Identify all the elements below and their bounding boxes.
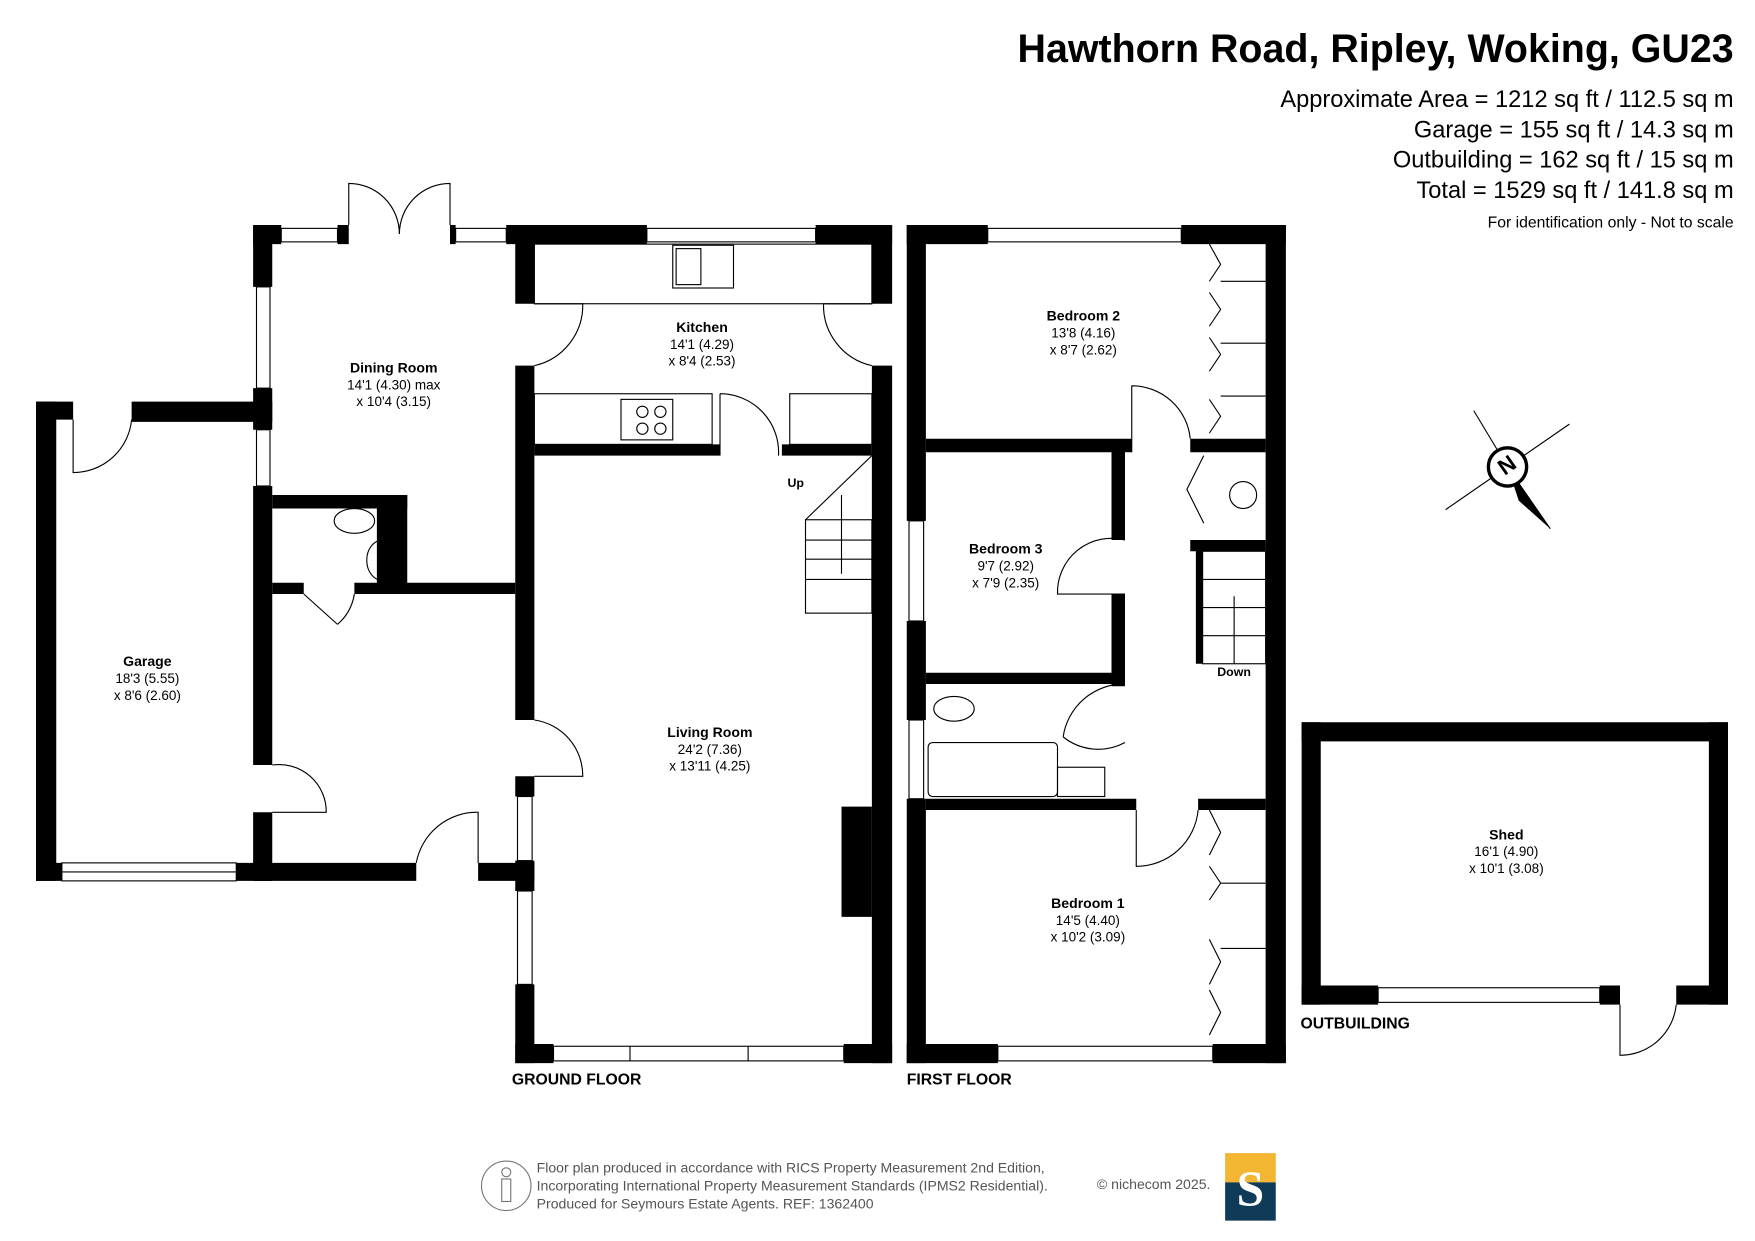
room-dim: 14'1 (4.30) max xyxy=(347,376,441,393)
footer-person-icon xyxy=(480,1160,532,1212)
room-name: Garage xyxy=(123,653,172,670)
footer-line: Produced for Seymours Estate Agents. REF… xyxy=(536,1195,874,1212)
total-area: Total = 1529 sq ft / 141.8 sq m xyxy=(1416,177,1734,204)
room-dim: x 8'7 (2.62) xyxy=(1049,342,1117,358)
room-dim: x 10'2 (3.09) xyxy=(1050,929,1126,945)
outbuilding-area: Outbuilding = 162 sq ft / 15 sq m xyxy=(1392,147,1734,174)
room-name: Shed xyxy=(1489,826,1524,843)
footer-line: Floor plan produced in accordance with R… xyxy=(536,1159,1045,1176)
room-dim: x 7'9 (2.35) xyxy=(972,574,1040,591)
room-dim: x 13'11 (4.25) xyxy=(669,758,751,774)
outbuilding-label: OUTBUILDING xyxy=(1300,1013,1410,1032)
fixtures xyxy=(61,182,1677,1062)
walls xyxy=(36,225,1728,1064)
room-dim: x 8'6 (2.60) xyxy=(113,687,181,704)
copyright: © nichecom 2025. xyxy=(1096,1176,1211,1193)
room-dim: 9'7 (2.92) xyxy=(977,558,1035,574)
logo-letter: S xyxy=(1236,1161,1265,1217)
room-name: Kitchen xyxy=(676,319,728,336)
room-dim: 13'8 (4.16) xyxy=(1051,325,1116,341)
room-dim: 18'3 (5.55) xyxy=(115,670,180,687)
stairs-down-label: Down xyxy=(1217,666,1251,680)
scale-note: For identification only - Not to scale xyxy=(1487,212,1734,231)
room-name: Bedroom 3 xyxy=(969,541,1043,557)
room-dim: x 10'4 (3.15) xyxy=(356,393,432,410)
room-name: Bedroom 2 xyxy=(1046,308,1121,324)
room-name: Dining Room xyxy=(349,360,438,376)
stairs-up-label: Up xyxy=(787,477,805,491)
room-dim: x 10'1 (3.08) xyxy=(1469,860,1544,877)
page-title: Hawthorn Road, Ripley, Woking, GU23 xyxy=(1017,27,1734,71)
room-dim: 24'2 (7.36) xyxy=(677,741,742,758)
ground-floor-label: GROUND FLOOR xyxy=(511,1069,642,1088)
room-dim: 16'1 (4.90) xyxy=(1474,843,1539,860)
room-dim: 14'5 (4.40) xyxy=(1055,912,1120,929)
footer-line: Incorporating International Property Mea… xyxy=(536,1177,1048,1194)
garage-area: Garage = 155 sq ft / 14.3 sq m xyxy=(1413,117,1734,143)
room-dim: 14'1 (4.29) xyxy=(669,336,735,353)
seymours-logo: S xyxy=(1225,1153,1276,1221)
room-dim: x 8'4 (2.53) xyxy=(668,353,736,369)
first-floor-label: FIRST FLOOR xyxy=(906,1069,1012,1088)
footer-text: Floor plan produced in accordance with R… xyxy=(537,1159,1048,1213)
room-name: Living Room xyxy=(667,724,753,741)
room-name: Bedroom 1 xyxy=(1051,895,1125,912)
approx-area: Approximate Area = 1212 sq ft / 112.5 sq… xyxy=(1280,86,1734,113)
compass-icon xyxy=(1445,410,1570,530)
